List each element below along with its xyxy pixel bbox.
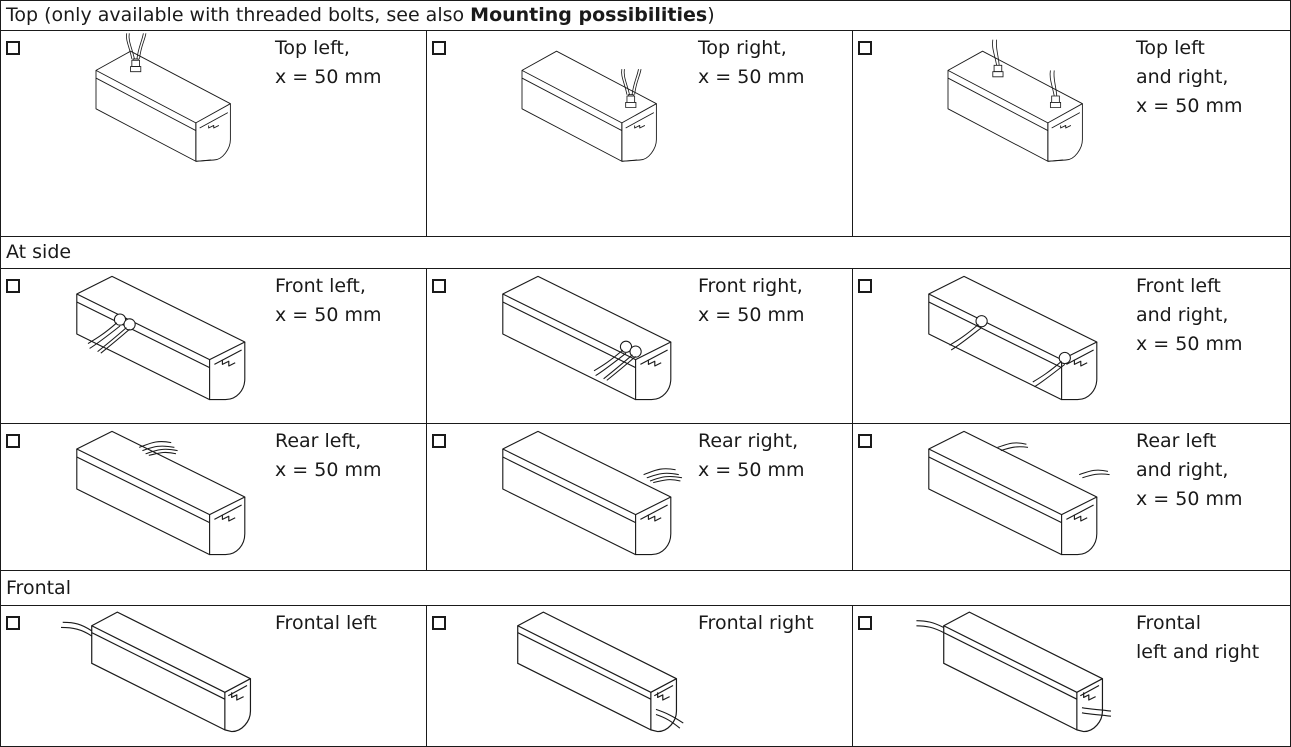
- column-divider: [426, 268, 427, 570]
- checkbox-rear-both[interactable]: [858, 434, 872, 448]
- row-separator: [0, 30, 1291, 31]
- section-title-frontal: Frontal: [6, 577, 71, 599]
- option-label-line: x = 50 mm: [1136, 95, 1243, 117]
- column-divider: [426, 30, 427, 236]
- illustration-rear-right: [502, 430, 683, 556]
- option-label: Frontal left: [275, 609, 377, 638]
- column-divider: [852, 605, 853, 747]
- illustration-frontal-right: [517, 611, 684, 733]
- checkbox-top-right[interactable]: [432, 41, 446, 55]
- illustration-frontal-left: [60, 611, 252, 733]
- option-label-line: x = 50 mm: [275, 459, 382, 481]
- option-top-right: Top right, x = 50 mm: [426, 30, 852, 236]
- illustration-top-both: [947, 39, 1083, 162]
- option-label: Rear left, x = 50 mm: [275, 427, 381, 485]
- row-separator: [0, 236, 1291, 237]
- option-label-line: and right,: [1136, 66, 1229, 88]
- checkbox-rear-left[interactable]: [6, 434, 20, 448]
- row-separator: [0, 605, 1291, 606]
- table-border-left: [0, 0, 1, 747]
- option-frontal-right: Frontal right: [426, 605, 852, 746]
- option-frontal-left: Frontal left: [0, 605, 426, 746]
- checkbox-front-right[interactable]: [432, 279, 446, 293]
- checkbox-top-both[interactable]: [858, 41, 872, 55]
- section-title-top-suffix: ): [707, 4, 715, 26]
- column-divider: [852, 268, 853, 570]
- option-label-line: Rear left: [1136, 430, 1217, 452]
- option-label-line: Top left,: [275, 37, 350, 59]
- option-label-line: left and right: [1136, 641, 1260, 663]
- option-label-line: Front right,: [698, 275, 803, 297]
- option-label-line: x = 50 mm: [698, 304, 805, 326]
- option-label: Top left and right, x = 50 mm: [1136, 34, 1242, 121]
- option-label-line: x = 50 mm: [275, 304, 382, 326]
- option-label-line: x = 50 mm: [698, 459, 805, 481]
- option-label: Front left and right, x = 50 mm: [1136, 272, 1242, 359]
- option-label-line: x = 50 mm: [698, 66, 805, 88]
- option-front-left: Front left, x = 50 mm: [0, 268, 426, 423]
- mounting-possibilities-link[interactable]: Mounting possibilities: [470, 4, 708, 26]
- illustration-rear-left: [76, 430, 246, 556]
- illustration-front-right: [502, 275, 672, 401]
- section-title-top-prefix: Top (only available with threaded bolts,…: [6, 4, 471, 26]
- checkbox-rear-right[interactable]: [432, 434, 446, 448]
- option-label-line: Front left: [1136, 275, 1221, 297]
- option-label-line: x = 50 mm: [275, 66, 382, 88]
- option-rear-left: Rear left, x = 50 mm: [0, 423, 426, 570]
- illustration-frontal-both: [915, 611, 1112, 733]
- illustration-rear-both: [928, 430, 1111, 556]
- option-label-line: Frontal right: [698, 612, 814, 634]
- option-label: Front left, x = 50 mm: [275, 272, 381, 330]
- illustration-front-both: [928, 275, 1098, 401]
- option-label: Rear left and right, x = 50 mm: [1136, 427, 1242, 514]
- option-label-line: and right,: [1136, 304, 1229, 326]
- option-rear-both: Rear left and right, x = 50 mm: [852, 423, 1290, 570]
- option-label-line: x = 50 mm: [1136, 333, 1243, 355]
- column-divider: [426, 605, 427, 747]
- option-label: Front right, x = 50 mm: [698, 272, 804, 330]
- option-label: Frontal left and right: [1136, 609, 1259, 667]
- checkbox-frontal-left[interactable]: [6, 616, 20, 630]
- option-label-line: Frontal left: [275, 612, 377, 634]
- option-label-line: Frontal: [1136, 612, 1201, 634]
- option-rear-right: Rear right, x = 50 mm: [426, 423, 852, 570]
- table-border-top: [0, 0, 1291, 1]
- section-title-side: At side: [6, 241, 72, 263]
- checkbox-top-left[interactable]: [6, 41, 20, 55]
- checkbox-front-both[interactable]: [858, 279, 872, 293]
- option-label-line: Rear left,: [275, 430, 362, 452]
- option-label: Frontal right: [698, 609, 814, 638]
- checkbox-frontal-both[interactable]: [858, 616, 872, 630]
- section-title-top: Top (only available with threaded bolts,…: [6, 3, 715, 27]
- option-label: Top left, x = 50 mm: [275, 34, 381, 92]
- option-label-line: Top right,: [698, 37, 787, 59]
- illustration-top-left: [95, 32, 231, 162]
- option-label: Top right, x = 50 mm: [698, 34, 804, 92]
- illustration-front-left: [76, 275, 246, 401]
- option-label-line: Rear right,: [698, 430, 799, 452]
- option-label-line: Front left,: [275, 275, 366, 297]
- option-front-both: Front left and right, x = 50 mm: [852, 268, 1290, 423]
- option-top-left: Top left, x = 50 mm: [0, 30, 426, 236]
- checkbox-front-left[interactable]: [6, 279, 20, 293]
- option-frontal-both: Frontal left and right: [852, 605, 1290, 746]
- option-label-line: and right,: [1136, 459, 1229, 481]
- illustration-top-right: [521, 50, 657, 162]
- row-separator: [0, 423, 1291, 424]
- option-label-line: x = 50 mm: [1136, 488, 1243, 510]
- row-separator: [0, 570, 1291, 571]
- option-label: Rear right, x = 50 mm: [698, 427, 804, 485]
- row-separator: [0, 268, 1291, 269]
- column-divider: [852, 30, 853, 236]
- checkbox-frontal-right[interactable]: [432, 616, 446, 630]
- option-top-both: Top left and right, x = 50 mm: [852, 30, 1290, 236]
- option-front-right: Front right, x = 50 mm: [426, 268, 852, 423]
- option-label-line: Top left: [1136, 37, 1205, 59]
